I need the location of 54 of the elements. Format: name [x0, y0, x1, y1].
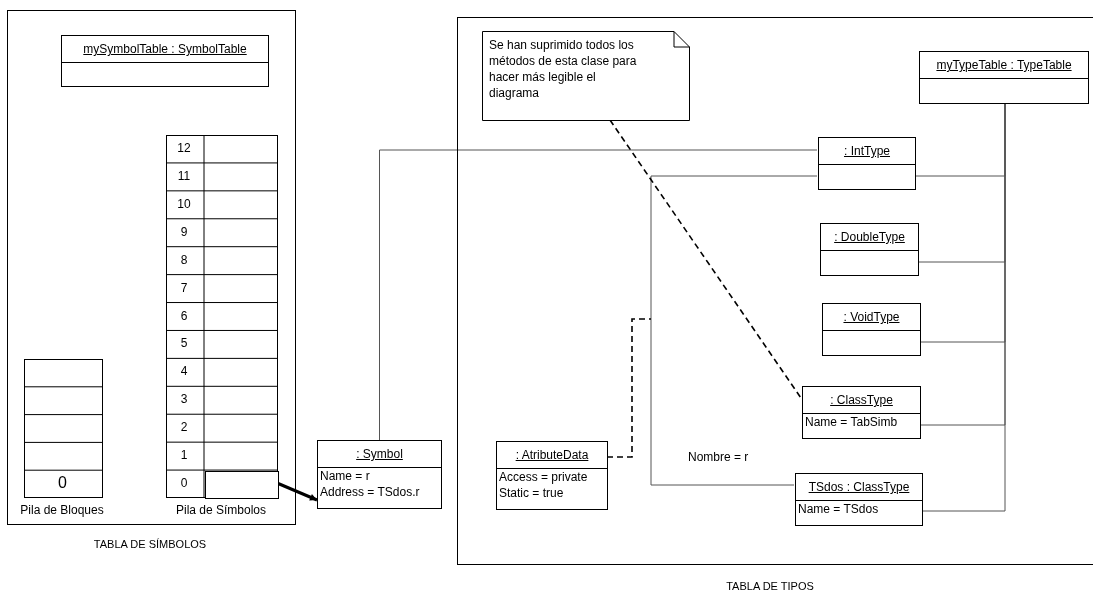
frame-panel [7, 10, 296, 525]
object-box [317, 440, 442, 509]
caption-text: Pila de Bloques [20, 503, 104, 517]
object-name: TSdos : ClassType [796, 474, 922, 501]
caption-text: TABLA DE SÍMBOLOS [93, 538, 207, 550]
dashed-link [609, 119, 802, 399]
row-number: 11 [177, 168, 191, 183]
table-cell [205, 471, 279, 499]
row-number: 4 [180, 364, 188, 379]
row-number: 5 [180, 336, 188, 351]
caption-text: Pila de Símbolos [176, 503, 266, 517]
attribute-text: Static = true [498, 485, 565, 501]
dashed-link [606, 318, 652, 458]
note-text: Se han suprimido todos los métodos de esta clase para hacer más legible el diagrama [489, 37, 638, 101]
stack-table [166, 135, 278, 498]
link-line [379, 149, 818, 441]
row-number: 1 [180, 448, 188, 463]
object-box [802, 386, 921, 439]
object-name: : AtributeData [497, 442, 607, 469]
caption-text: TABLA DE TIPOS [726, 580, 814, 592]
object-box [818, 137, 916, 190]
object-box [795, 473, 923, 526]
object-name: : DoubleType [821, 224, 918, 251]
edge-label: Nombre = r [686, 450, 751, 464]
row-number: 10 [177, 196, 191, 211]
object-name: : VoidType [823, 304, 920, 331]
row-number: 7 [180, 280, 188, 295]
note-shape [482, 31, 690, 121]
object-box [820, 223, 919, 276]
object-name: : IntType [819, 138, 915, 165]
object-name: : Symbol [318, 441, 441, 468]
attribute-text: Name = r [319, 468, 371, 484]
attribute-text: Access = private [498, 469, 589, 485]
object-name: : ClassType [803, 387, 920, 414]
row-number: 2 [180, 420, 188, 435]
row-number: 0 [58, 474, 67, 493]
row-number: 6 [180, 308, 188, 323]
object-box [61, 35, 269, 87]
object-name: mySymbolTable : SymbolTable [62, 36, 268, 63]
row-number: 3 [180, 392, 188, 407]
frame-panel [457, 17, 1093, 565]
object-name: myTypeTable : TypeTable [920, 52, 1088, 79]
attribute-text: Address = TSdos.r [319, 484, 421, 500]
row-number: 8 [180, 252, 188, 267]
attribute-text: Name = TabSimb [804, 414, 899, 430]
link-line [650, 175, 818, 486]
attribute-text: Name = TSdos [797, 501, 880, 517]
row-number: 12 [177, 140, 191, 155]
stack-table [24, 359, 103, 498]
object-box [496, 441, 608, 510]
row-number: 9 [180, 224, 188, 239]
object-box [919, 51, 1089, 104]
row-number: 0 [180, 476, 188, 491]
object-box [822, 303, 921, 356]
